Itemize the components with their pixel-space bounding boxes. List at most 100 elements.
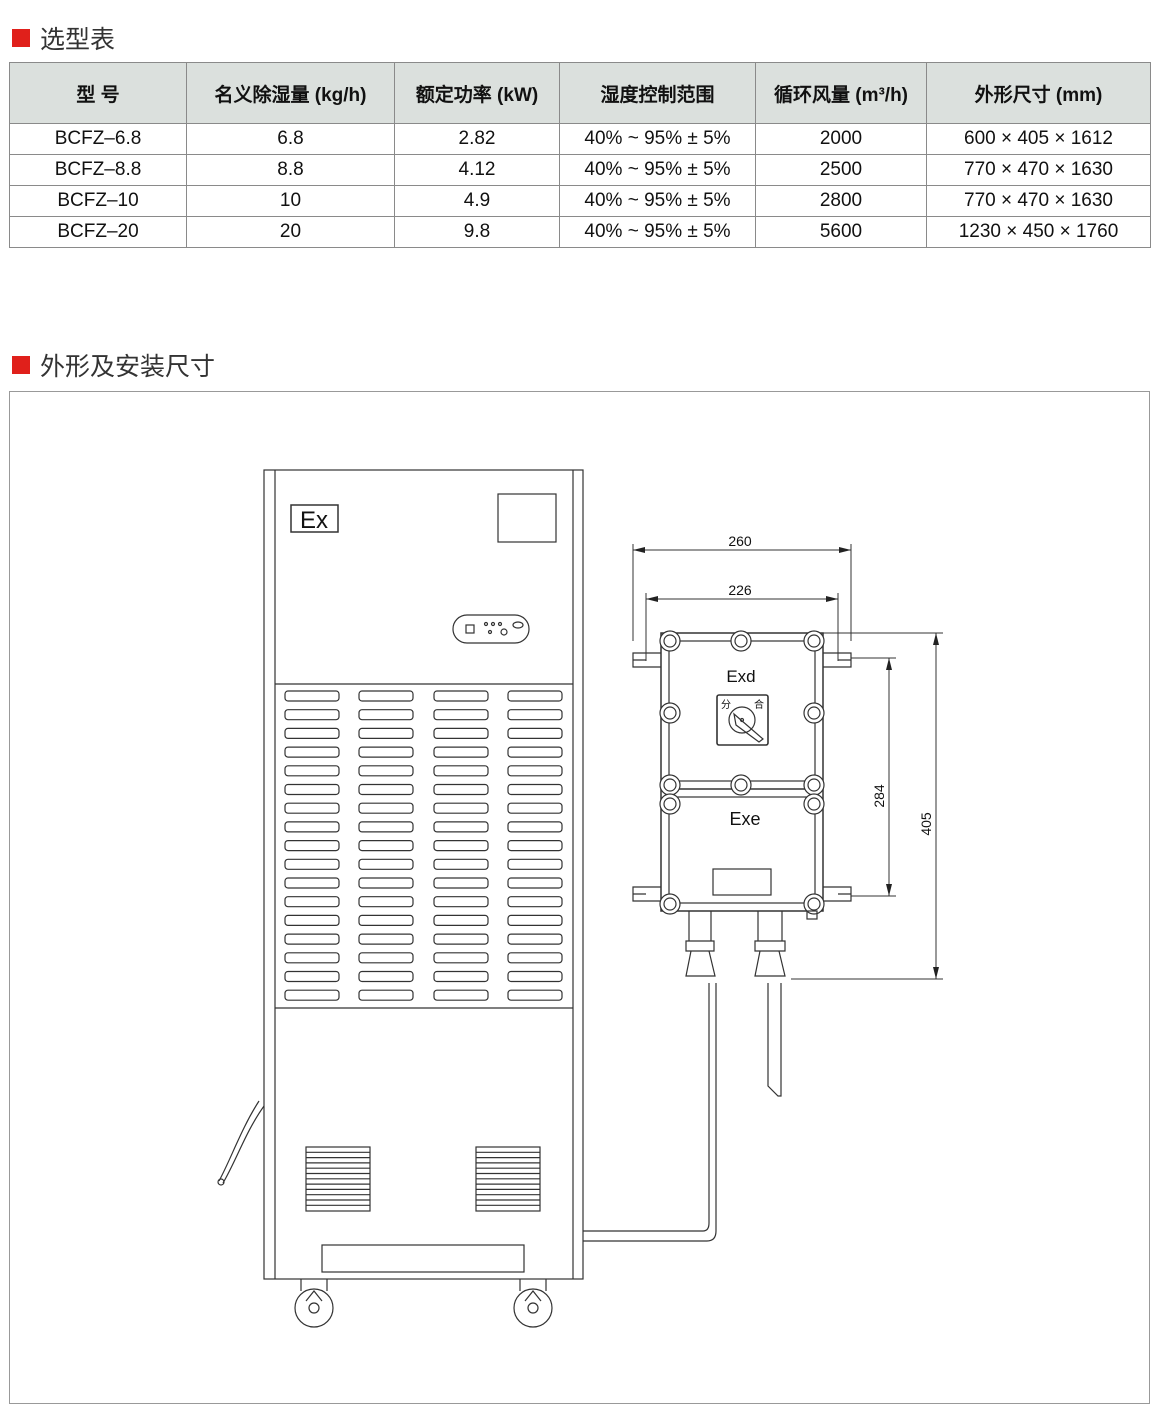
bolt-icon <box>803 702 825 724</box>
header-humidity-range: 湿度控制范围 <box>559 62 756 124</box>
cell-humidity-range: 40% ~ 95% ± 5% <box>559 185 756 217</box>
display-window <box>497 493 557 543</box>
header-airflow: 循环风量 (m³/h) <box>755 62 927 124</box>
dimension-title-text: 外形及安装尺寸 <box>40 353 216 381</box>
cell-power: 4.9 <box>394 185 560 217</box>
cell-power: 9.8 <box>394 216 560 248</box>
rotary-switch: 分 合 <box>716 694 769 746</box>
grille-slot <box>507 709 563 721</box>
bolt-icon <box>803 774 825 796</box>
bolt-icon <box>659 630 681 652</box>
exe-label: Exe <box>729 809 760 829</box>
dim-405: 405 <box>918 812 934 836</box>
grille-slot <box>358 896 414 908</box>
cell-airflow: 5600 <box>755 216 927 248</box>
grille-slot <box>507 802 563 814</box>
grille-slot <box>358 709 414 721</box>
bolt-icon <box>803 893 825 915</box>
grille-slot <box>284 970 340 983</box>
cable-right <box>767 983 782 1097</box>
grille-slot <box>284 952 340 964</box>
grille-slot <box>358 952 414 964</box>
grille-slot <box>507 783 563 796</box>
cell-dehumidify: 10 <box>186 185 395 217</box>
grille-slot <box>507 746 563 758</box>
grille-slot <box>433 765 489 777</box>
dimension-drawing: Ex Exd E <box>9 391 1150 1404</box>
grille-slot <box>284 746 340 758</box>
grille-slot <box>284 802 340 814</box>
grille-slot <box>433 914 489 927</box>
dim-226: 226 <box>728 582 752 598</box>
header-dimensions: 外形尺寸 (mm) <box>926 62 1151 124</box>
grille-slot <box>433 933 489 945</box>
section-title-selection: 选型表 <box>12 20 115 56</box>
grille-slot <box>507 989 563 1001</box>
ex-label: Ex <box>300 507 328 534</box>
cell-humidity-range: 40% ~ 95% ± 5% <box>559 123 756 155</box>
cell-airflow: 2800 <box>755 185 927 217</box>
bolt-icon <box>659 702 681 724</box>
grille-slot <box>433 746 489 758</box>
grille-slot <box>284 914 340 927</box>
cell-model: BCFZ–8.8 <box>9 154 187 186</box>
grille-slot <box>284 727 340 740</box>
grille-slot <box>358 970 414 983</box>
grille-slot <box>284 896 340 908</box>
grille-slot <box>433 709 489 721</box>
header-model: 型 号 <box>9 62 187 124</box>
grille-slot <box>433 839 489 852</box>
grille-slot <box>358 839 414 852</box>
switch-off-label: 分 <box>721 699 731 711</box>
bolt-icon <box>659 893 681 915</box>
grille-slot <box>507 933 563 945</box>
cell-dimensions: 600 × 405 × 1612 <box>926 123 1151 155</box>
grille-slot <box>433 970 489 983</box>
grille-slot <box>433 858 489 870</box>
grille-slot <box>284 933 340 945</box>
grille-slot <box>358 727 414 740</box>
grille-slot <box>433 783 489 796</box>
bolt-icon <box>803 793 825 815</box>
grille-slot <box>284 877 340 889</box>
selection-title-text: 选型表 <box>40 26 116 54</box>
grille-slot <box>284 989 340 1001</box>
header-dehumidify: 名义除湿量 (kg/h) <box>186 62 395 124</box>
grille-slot <box>284 690 340 702</box>
grille-slot <box>358 989 414 1001</box>
bolt-icon <box>730 630 752 652</box>
bolt-icon <box>803 630 825 652</box>
cell-dehumidify: 6.8 <box>186 123 395 155</box>
grille-slot <box>284 858 340 870</box>
grille-slot <box>358 821 414 833</box>
cell-dimensions: 770 × 470 × 1630 <box>926 154 1151 186</box>
bolt-icon <box>659 774 681 796</box>
cell-humidity-range: 40% ~ 95% ± 5% <box>559 216 756 248</box>
cell-power: 2.82 <box>394 123 560 155</box>
grille-slot <box>284 821 340 833</box>
red-square-icon <box>12 29 30 47</box>
grille-slot <box>358 690 414 702</box>
grille-slot <box>507 896 563 908</box>
cell-airflow: 2000 <box>755 123 927 155</box>
cable-left <box>583 983 717 1242</box>
grille-slot <box>507 877 563 889</box>
grille-slot <box>284 839 340 852</box>
bolt-icon <box>659 793 681 815</box>
cell-model: BCFZ–10 <box>9 185 187 217</box>
red-square-icon <box>12 356 30 374</box>
cell-dimensions: 770 × 470 × 1630 <box>926 185 1151 217</box>
cell-power: 4.12 <box>394 154 560 186</box>
switch-on-label: 合 <box>754 698 764 711</box>
dehumidifier-unit: Ex <box>217 469 584 1328</box>
selection-table: 型 号 名义除湿量 (kg/h) 额定功率 (kW) 湿度控制范围 循环风量 (… <box>9 62 1151 248</box>
grille-slot <box>433 821 489 833</box>
grille-slot <box>507 821 563 833</box>
grille-slot <box>433 877 489 889</box>
grille-slot <box>358 765 414 777</box>
cell-airflow: 2500 <box>755 154 927 186</box>
grille-slot <box>358 933 414 945</box>
grille-slot <box>433 727 489 740</box>
grille-slot <box>433 952 489 964</box>
